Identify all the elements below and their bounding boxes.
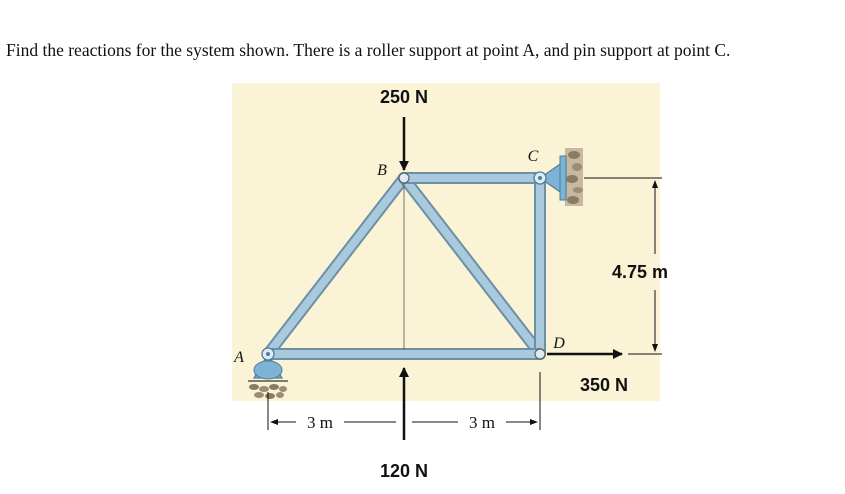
load-350-label: 350 N [580,375,628,395]
roller-support-icon [248,347,288,399]
point-a-label: A [233,349,244,366]
member-ab [262,172,410,360]
right-span-label: 3 m [469,413,495,432]
problem-statement: Find the reactions for the system shown.… [6,40,731,60]
point-b-label: B [377,162,387,179]
joint-b-icon [398,172,410,184]
vertical-dimension [584,177,662,355]
member-bd [398,172,546,360]
pin-support-icon [533,155,567,201]
load-120-label: 120 N [380,461,428,481]
joint-d-icon [534,348,546,360]
wall-c [565,148,583,206]
height-dimension-label: 4.75 m [612,262,668,282]
truss-members [262,172,546,360]
left-span-label: 3 m [307,413,333,432]
point-d-label: D [552,335,565,352]
horizontal-dimension [267,372,541,430]
load-250-label: 250 N [380,87,428,107]
point-c-label: C [528,148,539,165]
joints [398,172,546,360]
